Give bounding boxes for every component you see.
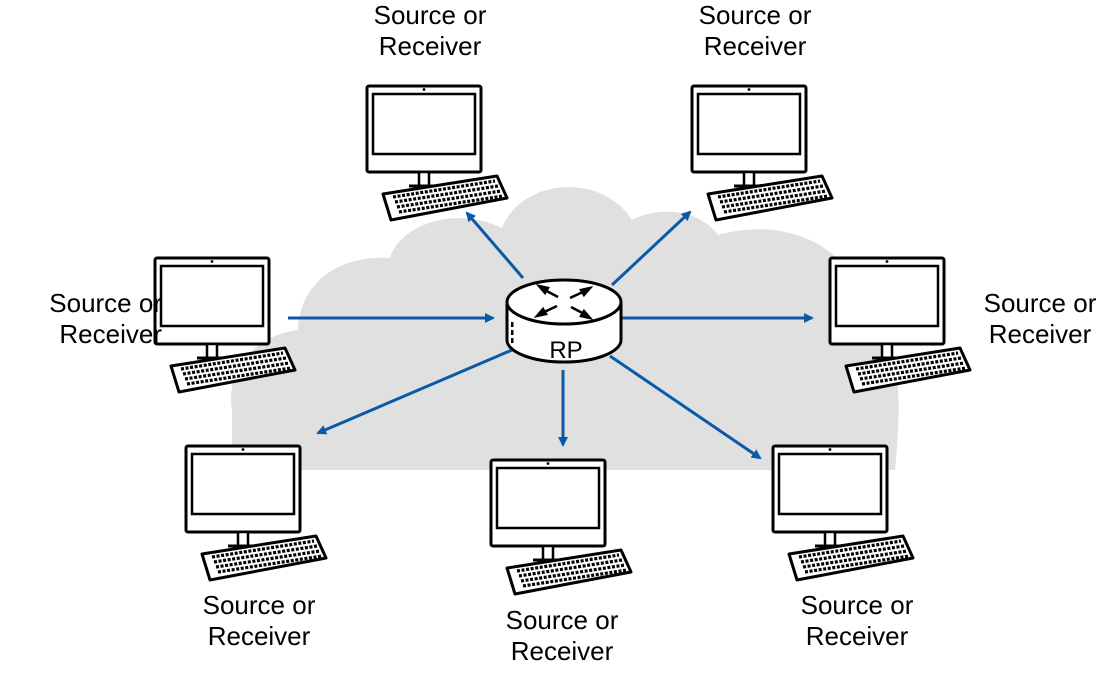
arrow-to-top-left xyxy=(465,211,525,279)
arrow-group xyxy=(288,210,814,460)
desktop-computer-icon xyxy=(489,458,633,596)
desktop-computer-icon xyxy=(828,256,972,394)
node-label-bottom-left: Source or Receiver xyxy=(202,590,316,651)
router-label: RP xyxy=(549,337,582,364)
node-label-left: Source or Receiver xyxy=(49,288,162,349)
desktop-computer-icon xyxy=(365,84,509,222)
node-label-top-left: Source or Receiver xyxy=(373,0,487,61)
desktop-computer-icon xyxy=(153,256,297,394)
node-label-top-right: Source or Receiver xyxy=(698,0,812,61)
arrow-to-top-right xyxy=(610,210,692,287)
desktop-computer-icon xyxy=(690,84,834,222)
node-label-right: Source or Receiver xyxy=(983,288,1097,349)
arrow-to-bottom-left xyxy=(316,348,513,435)
node-label-bottom-center: Source or Receiver xyxy=(505,605,619,666)
node-label-bottom-right: Source or Receiver xyxy=(800,590,914,651)
arrow-to-bottom-right xyxy=(609,354,762,460)
router-icon: RP xyxy=(505,278,623,364)
